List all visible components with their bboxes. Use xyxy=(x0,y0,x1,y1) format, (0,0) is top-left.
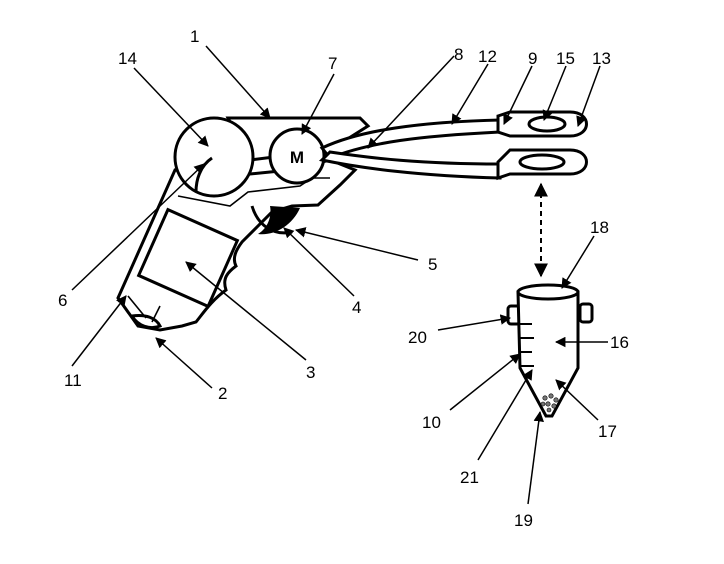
tube-graduations xyxy=(520,323,534,367)
fluid-reservoir-circle xyxy=(173,116,255,198)
tongs-jaw-lower xyxy=(496,148,588,181)
leader-19 xyxy=(527,410,544,505)
callout-4: 4 xyxy=(352,298,361,317)
callout-7: 7 xyxy=(328,54,337,73)
callout-12: 12 xyxy=(478,47,497,66)
callout-13: 13 xyxy=(592,49,611,68)
tube-cap xyxy=(516,283,580,301)
tongs-jaw-upper xyxy=(496,110,588,138)
leader-12 xyxy=(451,63,489,125)
tube-sediment xyxy=(540,393,559,413)
leader-2 xyxy=(155,337,213,389)
callout-11: 11 xyxy=(64,371,82,390)
callout-6: 6 xyxy=(58,291,67,310)
leader-7 xyxy=(301,73,335,135)
callout-15: 15 xyxy=(556,49,575,68)
callout-19: 19 xyxy=(514,511,533,530)
device-nozzle xyxy=(129,314,163,330)
callout-5: 5 xyxy=(428,255,437,274)
callout-1: 1 xyxy=(190,27,199,46)
tube-side-tab-right xyxy=(578,302,594,324)
leader-8 xyxy=(367,55,455,149)
device-nozzle-lines xyxy=(127,295,161,323)
callout-10: 10 xyxy=(422,413,441,432)
battery-pack xyxy=(136,207,240,309)
sample-tube-assembly xyxy=(506,182,594,418)
leader-17 xyxy=(555,379,599,421)
leader-5 xyxy=(294,227,419,261)
callout-16: 16 xyxy=(610,333,629,352)
leader-lines xyxy=(71,45,608,505)
leader-11 xyxy=(71,295,127,367)
leader-21 xyxy=(477,369,533,461)
callout-labels: 1 2 3 4 5 6 7 8 9 10 11 12 13 14 15 16 1… xyxy=(58,27,629,530)
leader-13 xyxy=(576,65,601,127)
leader-15 xyxy=(542,65,567,121)
tongs-grip-pad-lower xyxy=(518,153,566,171)
callout-9: 9 xyxy=(528,49,537,68)
motor-symbol: M xyxy=(290,148,304,167)
leader-1 xyxy=(205,45,271,119)
callout-8: 8 xyxy=(454,45,463,64)
callout-18: 18 xyxy=(590,218,609,237)
tube-body xyxy=(516,290,580,418)
leader-4 xyxy=(283,227,355,297)
leader-20 xyxy=(437,314,512,331)
leader-14 xyxy=(133,67,209,147)
leader-6 xyxy=(71,163,205,291)
leader-18 xyxy=(561,235,595,289)
callout-14: 14 xyxy=(118,49,137,68)
callout-3: 3 xyxy=(306,363,315,382)
leader-3 xyxy=(185,261,307,361)
callout-21: 21 xyxy=(460,468,479,487)
callout-20: 20 xyxy=(408,328,427,347)
leader-10 xyxy=(449,353,521,411)
device-assembly: M xyxy=(116,110,588,332)
callout-17: 17 xyxy=(598,422,617,441)
callout-2: 2 xyxy=(218,384,227,403)
leader-9 xyxy=(503,65,533,125)
